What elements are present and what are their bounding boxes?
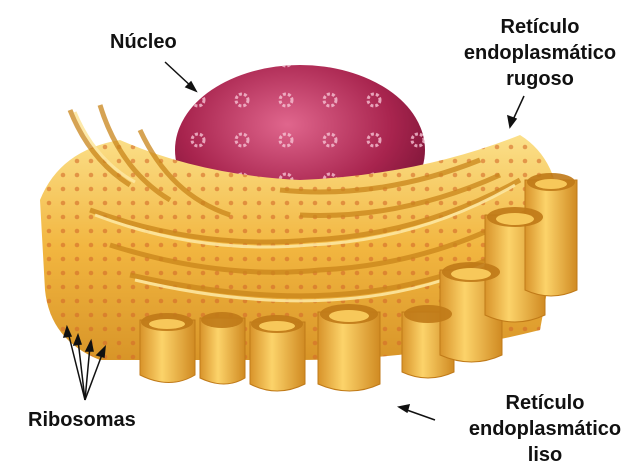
smooth-er-label-line: Retículo [505, 392, 585, 414]
rough-er-label-line: rugoso [506, 68, 574, 90]
ribosome-arrows [62, 324, 106, 401]
rough-er-label-line: endoplasmático [463, 42, 617, 64]
rough-er-label-line: Retículo [500, 16, 580, 38]
smooth-er-arrow [403, 408, 436, 421]
ribosomes-label: Ribosomas [28, 409, 136, 431]
smooth-er-tubes [139, 173, 578, 392]
smooth-er-label-line: endoplasmático [468, 418, 622, 440]
pointer-arrows [62, 61, 525, 421]
smooth-er-label: Retículo endoplasmático liso [455, 390, 630, 468]
rough-er-label: Retículo endoplasmático rugoso [455, 14, 625, 92]
smooth-er-label-line: liso [527, 444, 563, 466]
nucleus-label: Núcleo [110, 31, 177, 53]
